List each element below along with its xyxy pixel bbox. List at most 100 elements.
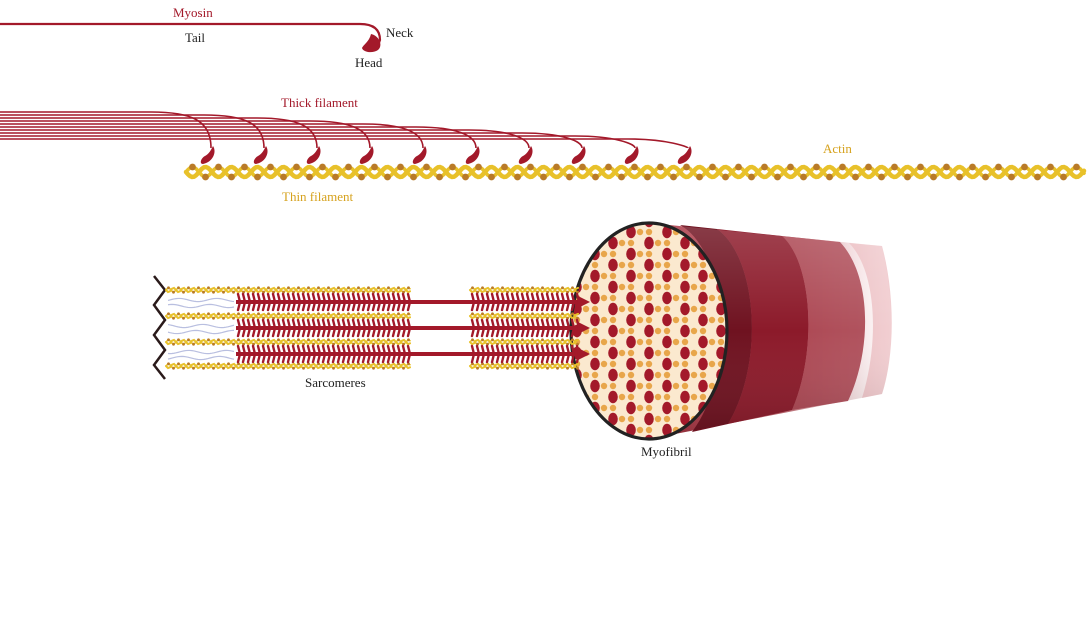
thick-filament-tail — [0, 138, 689, 149]
thick-filament-dot — [734, 468, 744, 480]
actin-bead — [481, 312, 484, 316]
actin-bead — [367, 286, 370, 290]
myosin-head-down — [361, 300, 367, 312]
thin-filament-dot — [637, 493, 643, 499]
thin-filament-dot — [708, 382, 716, 390]
thin-filament-dot — [619, 196, 625, 202]
myosin-head-down — [510, 326, 516, 338]
myosin-head-down — [376, 326, 382, 338]
myosin-head-up — [306, 292, 312, 304]
thin-filament-dot — [636, 404, 644, 412]
thin-filament-dot — [556, 218, 562, 224]
thick-filament-dot — [698, 182, 708, 194]
actin-bead — [177, 286, 180, 290]
thin-filament-dot — [636, 338, 644, 346]
myosin-head-down — [565, 300, 571, 312]
actin-bead — [491, 286, 494, 290]
thick-filament-dot — [608, 412, 618, 426]
thin-filament-dot — [600, 294, 608, 302]
actin-bead — [322, 366, 325, 370]
thick-filament-dot — [698, 313, 708, 327]
thick-filament-dot — [662, 379, 672, 393]
thick-filament-dot — [590, 379, 600, 393]
thin-filament-dot — [700, 196, 706, 202]
myosin-head-down — [371, 352, 377, 364]
thin-filament-dot — [600, 382, 608, 390]
thin-filament-dot — [654, 393, 662, 401]
thin-filament-dot — [690, 283, 698, 291]
thin-filament-dot — [655, 482, 661, 488]
thin-filament-dot — [610, 493, 616, 499]
thin-filament-dot — [618, 327, 626, 335]
thick-filament-dot — [752, 193, 762, 205]
myosin-head-down — [540, 300, 546, 312]
thin-filament-dot — [699, 349, 707, 357]
actin-bead — [839, 163, 846, 171]
thick-filament-dot — [608, 368, 618, 382]
actin-bead — [556, 366, 559, 370]
thin-filament-dot — [600, 360, 608, 368]
actin-bead — [272, 366, 275, 370]
myosin-head-up — [570, 292, 576, 304]
thick-filament-dot — [590, 204, 600, 216]
thin-filament-dot — [609, 360, 617, 368]
actin-bead — [501, 312, 504, 316]
myosin-head-down — [316, 352, 322, 364]
thin-filament-dot — [601, 207, 607, 213]
actin-bead — [247, 286, 250, 290]
thick-filament-dot — [554, 468, 564, 480]
thin-filament-dot — [663, 305, 671, 313]
actin-bead — [566, 173, 573, 181]
actin-bead — [228, 173, 235, 181]
myosin-head-down — [321, 300, 327, 312]
actin-bead — [207, 286, 210, 290]
myosin-head-up — [366, 318, 372, 330]
actin-bead — [212, 366, 215, 370]
myosin-head-down — [291, 326, 297, 338]
thin-filament-dot — [745, 471, 751, 477]
thin-filament-dot — [591, 415, 599, 423]
myosin-head-down — [401, 300, 407, 312]
thin-filament-dot — [600, 228, 608, 236]
neck-label: Neck — [386, 25, 414, 40]
thick-filament-dot — [608, 434, 618, 439]
thick-filament-dot — [572, 193, 582, 205]
thick-filament-dot — [554, 226, 564, 238]
myosin-head-up — [570, 344, 576, 356]
thin-filament-dot — [583, 196, 589, 202]
myosin-head-up — [276, 318, 282, 330]
myosin-head-up — [530, 292, 536, 304]
myosin-head-up — [331, 344, 337, 356]
actin-bead — [192, 290, 195, 294]
myosin-head-down — [396, 300, 402, 312]
myosin-head-up — [346, 292, 352, 304]
thin-filament-dot — [538, 251, 544, 257]
cross-section-outline — [569, 221, 729, 441]
myosin-head-up — [560, 318, 566, 330]
thick-filament-dot — [662, 313, 672, 327]
thin-filament-dot — [672, 316, 680, 324]
actin-bead — [345, 163, 352, 171]
myosin-head-up — [241, 318, 247, 330]
myosin-head-down — [535, 352, 541, 364]
actin-bead — [471, 338, 474, 342]
actin-bead — [579, 163, 586, 171]
myosin-head-down — [525, 352, 531, 364]
myosin-head-up — [361, 318, 367, 330]
thick-filament-tail — [0, 123, 424, 149]
thin-filament-dot — [601, 185, 607, 191]
myosin-head-up — [306, 318, 312, 330]
myosin-head-down — [485, 326, 491, 338]
thin-filament-dot — [681, 250, 689, 258]
thin-filament-dot — [610, 185, 616, 191]
actin-bead — [202, 366, 205, 370]
thin-filament-dot — [628, 504, 634, 510]
myosin-head-down — [480, 352, 486, 364]
thick-filament-dot — [590, 335, 600, 349]
thick-filament-dot — [536, 457, 546, 469]
thin-filament-dot — [745, 493, 751, 499]
myosin-head-down — [336, 352, 342, 364]
myosin-head-up — [391, 318, 397, 330]
thin-filament-dot — [690, 437, 698, 439]
thin-filament-dot — [609, 316, 617, 324]
